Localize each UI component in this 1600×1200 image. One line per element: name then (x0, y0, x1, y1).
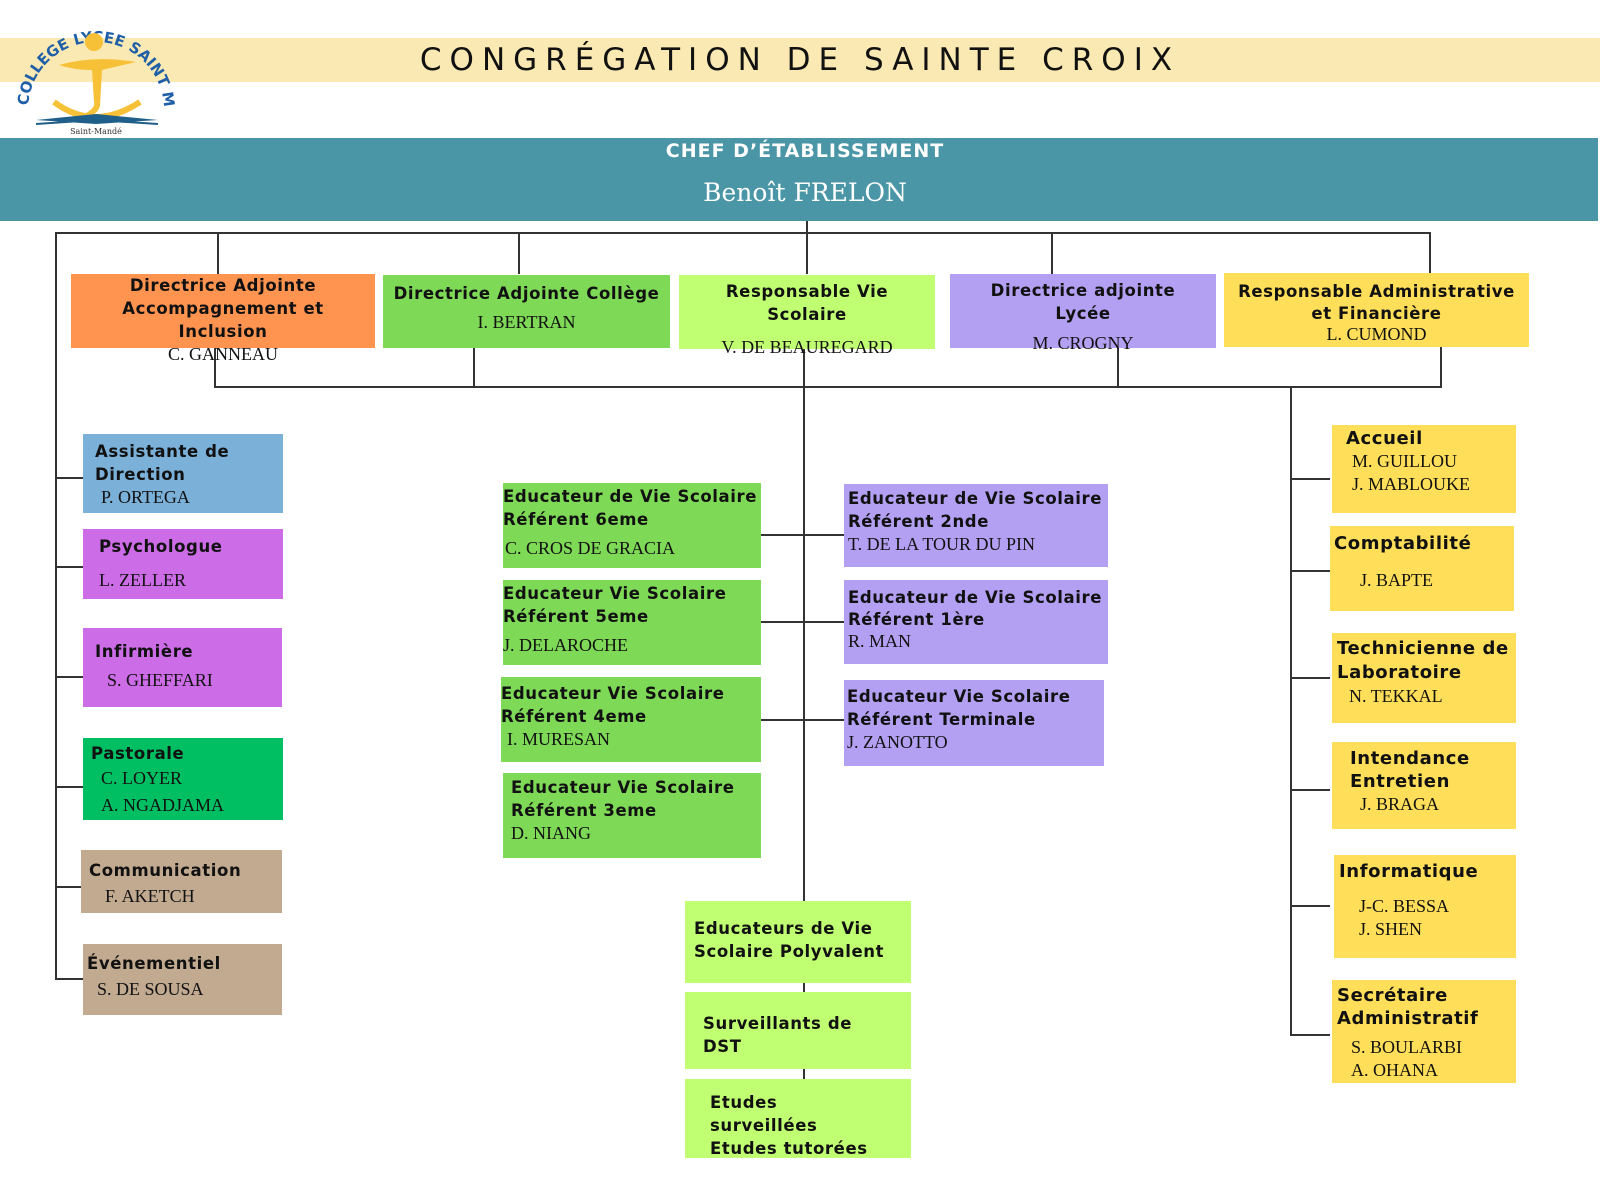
box-names: J. BRAGA (1360, 794, 1440, 814)
box-infirmiere: Infirmière S. GHEFFARI (83, 628, 282, 707)
box-title: Educateurs de Vie Scolaire Polyvalent (694, 919, 885, 961)
box-title: Événementiel (87, 954, 221, 973)
box-names: N. TEKKAL (1349, 686, 1443, 706)
box-title: Educateur Vie Scolaire Référent 5eme (503, 584, 727, 626)
box-surveillants-dst: Surveillants de DST (685, 992, 911, 1069)
box-title: Educateur de Vie Scolaire Référent 6eme (503, 487, 758, 529)
box-names: V. DE BEAUREGARD (721, 337, 893, 357)
box-title: Educateur de Vie Scolaire Référent 1ère (848, 588, 1103, 629)
box-names: S. GHEFFARI (107, 670, 213, 690)
box-educateur-2nde: Educateur de Vie Scolaire Référent 2nde … (844, 484, 1108, 567)
box-directrice-college: Directrice Adjointe Collège I. BERTRAN (383, 275, 670, 348)
chief-name: Benoît FRELON (703, 178, 907, 207)
box-responsable-administrative: Responsable Administrative et Financière… (1224, 273, 1529, 347)
box-directrice-accompagnement: Directrice Adjointe Accompagnement et In… (71, 274, 375, 364)
box-title: Etudes surveillées Etudes tutorées (710, 1093, 868, 1158)
box-educateur-6eme: Educateur de Vie Scolaire Référent 6eme … (503, 483, 761, 568)
box-educateur-3eme: Educateur Vie Scolaire Référent 3eme D. … (503, 773, 761, 858)
chief-box (0, 138, 1598, 221)
box-names: P. ORTEGA (101, 487, 190, 507)
box-names: J. DELAROCHE (503, 635, 628, 655)
box-names: I. MURESAN (507, 729, 611, 749)
box-evenementiel: Événementiel S. DE SOUSA (83, 944, 282, 1015)
box-title: Directrice Adjointe Collège (393, 284, 660, 303)
box-secretaire-administratif: Secrétaire Administratif S. BOULARBI A. … (1332, 980, 1516, 1083)
box-communication: Communication F. AKETCH (81, 850, 282, 913)
box-names: M. GUILLOU J. MABLOUKE (1352, 451, 1471, 494)
box-educateur-5eme: Educateur Vie Scolaire Référent 5eme J. … (503, 580, 761, 665)
page-title: CONGRÉGATION DE SAINTE CROIX (419, 42, 1181, 78)
box-title: Accueil (1346, 428, 1423, 449)
box-names: L. ZELLER (99, 570, 186, 590)
box-comptabilite: Comptabilité J. BAPTE (1330, 526, 1514, 611)
box-title: Educateur Vie Scolaire Référent Terminal… (847, 687, 1071, 729)
box-title: Secrétaire Administratif (1337, 985, 1479, 1029)
box-names: S. BOULARBI A. OHANA (1351, 1037, 1463, 1080)
box-responsable-vie-scolaire: Responsable Vie Scolaire V. DE BEAUREGAR… (679, 275, 935, 357)
box-names: R. MAN (848, 631, 912, 651)
box-title: Comptabilité (1334, 533, 1472, 554)
box-psychologue: Psychologue L. ZELLER (83, 529, 283, 599)
box-educateurs-polyvalent: Educateurs de Vie Scolaire Polyvalent (685, 901, 911, 983)
box-title: Pastorale (91, 744, 185, 763)
chief-role: CHEF D’ÉTABLISSEMENT (665, 140, 945, 162)
header-banner (0, 38, 1600, 82)
box-educateur-1ere: Educateur de Vie Scolaire Référent 1ère … (844, 580, 1108, 664)
box-names: M. CROGNY (1032, 333, 1134, 353)
box-title: Educateur Vie Scolaire Référent 4eme (501, 684, 725, 726)
box-educateur-4eme: Educateur Vie Scolaire Référent 4eme I. … (501, 677, 761, 762)
box-names: J. BAPTE (1360, 570, 1434, 590)
box-accueil: Accueil M. GUILLOU J. MABLOUKE (1332, 425, 1516, 513)
box-title: Technicienne de Laboratoire (1337, 638, 1509, 683)
box-names: D. NIANG (511, 823, 591, 843)
box-title: Responsable Vie Scolaire (725, 282, 889, 324)
box-title: Psychologue (99, 537, 223, 556)
box-assistante-direction: Assistante de Direction P. ORTEGA (83, 434, 283, 513)
box-pastorale: Pastorale C. LOYER A. NGADJAMA (83, 738, 283, 820)
box-informatique: Informatique J-C. BESSA J. SHEN (1334, 855, 1516, 958)
box-names: I. BERTRAN (477, 312, 576, 332)
box-title: Directrice Adjointe Accompagnement et In… (122, 276, 324, 341)
box-names: C. CROS DE GRACIA (505, 538, 676, 558)
box-title: Responsable Administrative et Financière (1238, 282, 1515, 323)
box-title: Surveillants de DST (703, 1014, 853, 1056)
box-names: C. LOYER A. NGADJAMA (101, 768, 225, 815)
box-educateur-terminale: Educateur Vie Scolaire Référent Terminal… (844, 680, 1104, 766)
box-names: J-C. BESSA J. SHEN (1359, 896, 1450, 939)
svg-text:Saint-Mandé: Saint-Mandé (70, 127, 122, 136)
box-title: Communication (89, 861, 242, 880)
box-title: Educateur de Vie Scolaire Référent 2nde (848, 489, 1103, 531)
box-names: C. GANNEAU (168, 344, 278, 364)
box-title: Infirmière (95, 642, 194, 661)
box-title: Informatique (1339, 861, 1479, 882)
box-title: Educateur Vie Scolaire Référent 3eme (511, 778, 735, 820)
box-technicienne-laboratoire: Technicienne de Laboratoire N. TEKKAL (1332, 633, 1516, 723)
box-names: J. ZANOTTO (847, 732, 948, 752)
box-etudes: Etudes surveillées Etudes tutorées (685, 1079, 911, 1158)
school-logo: COLLEGE LYCEE SAINT MICHEL Saint-Mandé (8, 0, 178, 138)
box-names: T. DE LA TOUR DU PIN (848, 534, 1036, 554)
box-title: Assistante de Direction (95, 442, 230, 484)
box-directrice-lycee: Directrice adjointe Lycée M. CROGNY (950, 274, 1216, 353)
box-title: Directrice adjointe Lycée (990, 281, 1176, 323)
box-names: S. DE SOUSA (97, 979, 204, 999)
box-names: F. AKETCH (105, 886, 195, 906)
box-intendance-entretien: Intendance Entretien J. BRAGA (1332, 742, 1516, 829)
box-names: L. CUMOND (1326, 324, 1427, 344)
box-title: Intendance Entretien (1350, 748, 1470, 792)
